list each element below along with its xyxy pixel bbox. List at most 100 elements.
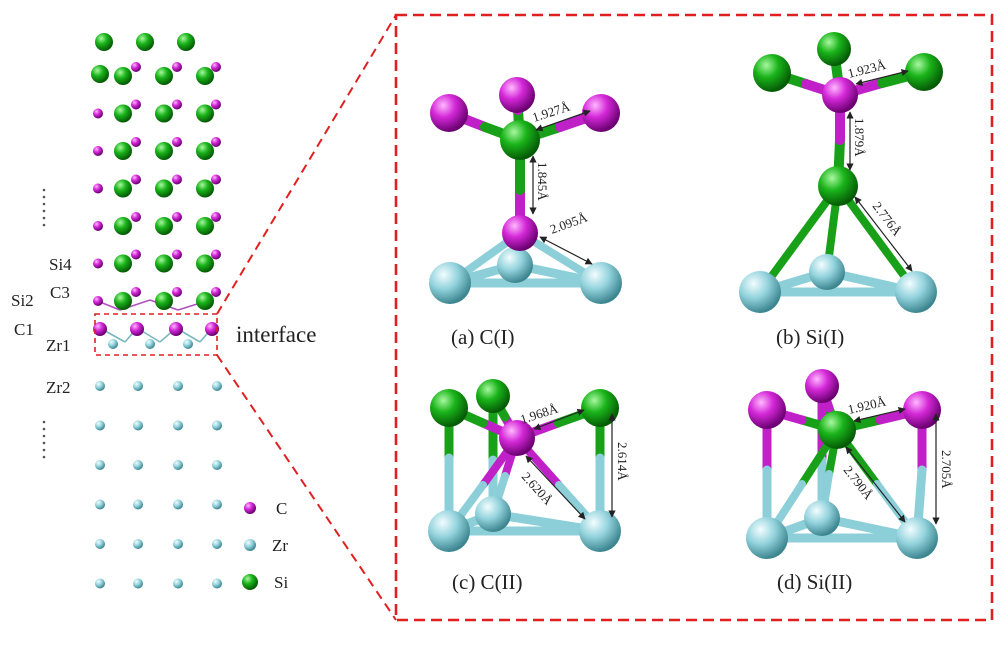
slab-atom-zr xyxy=(212,381,222,391)
panel-b-atom-si xyxy=(753,54,791,92)
panel-a-c1: 1.927Å 1.845Å 2.095Å (a) C(I) xyxy=(429,77,622,349)
slab-atom-c xyxy=(211,212,221,222)
panel-a-atom-c xyxy=(582,94,620,132)
slab-atom-c xyxy=(131,287,141,297)
slab-atom-si xyxy=(196,217,214,235)
legend-label-zr: Zr xyxy=(272,536,288,555)
slab-atom-si xyxy=(155,217,173,235)
panel-b-si1: 1.923Å 1.879Å 2.776Å (b) Si(I) xyxy=(739,32,943,349)
slab-atom-c xyxy=(211,174,221,185)
layer-label-c3: C3 xyxy=(50,283,70,302)
slab-atom-zr xyxy=(133,578,143,589)
slab-atom-c xyxy=(131,249,141,260)
legend-marker-c xyxy=(244,502,256,514)
slab-atom-c xyxy=(93,146,103,156)
slab-atom-zr xyxy=(173,381,183,391)
slab-atom-si xyxy=(196,254,214,273)
slab-atom-si xyxy=(114,292,132,310)
slab-atom-zr xyxy=(183,339,193,349)
panel-a-dimension-arrow xyxy=(535,109,591,132)
slab-atom-c xyxy=(172,212,182,222)
slab-atom-c xyxy=(211,137,221,147)
slab-atom-si xyxy=(155,179,173,198)
slab-atom-si xyxy=(114,67,132,85)
panel-d-atom-c xyxy=(748,391,786,429)
panel-b-dimension-arrow xyxy=(854,196,913,272)
legend-label-c: C xyxy=(276,499,287,518)
layer-label-zr1: Zr1 xyxy=(46,336,71,355)
panel-b-atom-zr xyxy=(895,271,937,313)
legend-marker-zr xyxy=(244,539,256,551)
layer-label-zr2: Zr2 xyxy=(46,378,71,397)
slab-atom-c xyxy=(93,183,103,194)
panel-b-caption: (b) Si(I) xyxy=(776,325,844,349)
panel-c-atom-zr xyxy=(579,510,621,552)
slab-atom-c xyxy=(93,258,103,269)
slab-atom-c xyxy=(211,249,221,260)
panel-a-distance-label: 2.095Å xyxy=(548,209,590,237)
slab-atom-zr xyxy=(133,420,143,431)
panel-c-atom-zr xyxy=(428,510,470,552)
slab-atom-c xyxy=(131,137,141,147)
panel-b-atom-c xyxy=(822,77,858,113)
slab-atom-c xyxy=(131,62,141,72)
slab-atom-zr xyxy=(173,499,183,510)
panel-c-distance-label: 2.614Å xyxy=(615,442,630,481)
panel-d-atom-c xyxy=(805,369,839,403)
legend-marker-si xyxy=(242,574,258,590)
panel-a-atom-zr xyxy=(429,262,471,304)
slab-atom-zr xyxy=(212,578,222,589)
layer-label-si2: Si2 xyxy=(11,291,34,310)
panel-b-atom-si xyxy=(817,32,851,66)
panel-d-distance-label: 1.920Å xyxy=(846,393,888,416)
panel-c-atom-c xyxy=(499,420,535,456)
layer-label-si4: Si4 xyxy=(49,255,72,274)
slab-atom-si xyxy=(196,179,214,198)
slab-atom-si xyxy=(114,179,132,198)
slab-atom-si xyxy=(155,67,173,85)
panel-c-c2: 1.968Å 2.614Å 2.620Å (c) C(II) xyxy=(428,379,630,594)
slab-atom-c xyxy=(172,174,182,185)
zoom-guide-lower xyxy=(216,354,397,621)
layer-label-c1: C1 xyxy=(14,320,34,339)
slab-atom-si xyxy=(155,292,173,310)
slab-atom-si xyxy=(196,292,214,310)
slab-atom-c xyxy=(205,322,219,336)
panel-a-atom-zr xyxy=(580,262,622,304)
slab-atom-zr xyxy=(173,460,183,470)
slab-atom-si xyxy=(196,142,214,160)
panel-b-atom-zr xyxy=(809,254,845,290)
slab-atom-si xyxy=(136,33,154,51)
panel-c-atom-si xyxy=(430,389,468,427)
slab-atom-zr xyxy=(95,499,105,510)
slab-atom-zr xyxy=(133,539,143,549)
panel-a-atom-c xyxy=(430,94,468,132)
slab-atom-c xyxy=(211,287,221,297)
slab-atom-si xyxy=(196,104,214,123)
zoom-frame xyxy=(394,13,994,622)
panel-d-dimension-arrow xyxy=(853,406,906,424)
slab-atom-zr xyxy=(145,339,155,349)
panel-d-caption: (d) Si(II) xyxy=(777,570,852,594)
panel-b-atom-si xyxy=(905,53,943,91)
slab-atom-zr xyxy=(212,499,222,510)
slab-atom-si xyxy=(196,67,214,85)
zoom-guide-upper xyxy=(216,14,397,315)
ellipsis-lower xyxy=(42,420,46,459)
slab-atom-si xyxy=(155,142,173,160)
legend-label-si: Si xyxy=(274,573,288,592)
slab-atom-zr xyxy=(95,539,105,549)
slab-atom-zr xyxy=(212,539,222,549)
slab-atom-zr xyxy=(173,578,183,589)
slab-atom-zr xyxy=(95,420,105,431)
panel-c-atom-zr xyxy=(475,496,511,532)
panel-a-dimension-arrow xyxy=(539,236,593,265)
panel-c-caption: (c) C(II) xyxy=(452,570,523,594)
panel-d-atom-si xyxy=(818,411,856,449)
panel-d-bonds xyxy=(762,381,927,543)
slab-atom-c xyxy=(131,174,141,185)
slab-atom-zr xyxy=(95,460,105,470)
slab-atom-zr xyxy=(133,381,143,391)
